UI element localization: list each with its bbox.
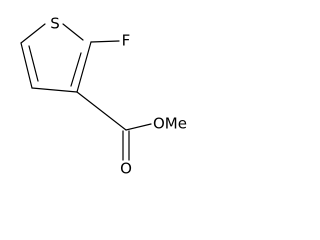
bond-c4-c5: [20, 42, 33, 89]
sulfur-atom-label: S: [50, 15, 60, 33]
bond-c2-c3-inner: [70, 52, 82, 87]
carbonyl-oxygen-label: O: [120, 160, 132, 178]
bond-carbonyl-ome: [125, 123, 152, 131]
bond-c3-carbonyl: [76, 91, 127, 131]
thiophene-ring: [20, 23, 92, 93]
methoxy-group-label: OMe: [153, 115, 187, 133]
molecule-structure: S F O OMe: [20, 15, 187, 178]
bond-c2-c3: [76, 41, 92, 93]
bond-s-c2: [62, 23, 84, 41]
bond-c3-c4: [31, 87, 78, 93]
bond-c2-f: [90, 40, 120, 43]
fluorine-atom-label: F: [122, 32, 131, 50]
bond-c4-c5-inner: [28, 45, 39, 82]
bond-c5-s: [20, 23, 46, 44]
